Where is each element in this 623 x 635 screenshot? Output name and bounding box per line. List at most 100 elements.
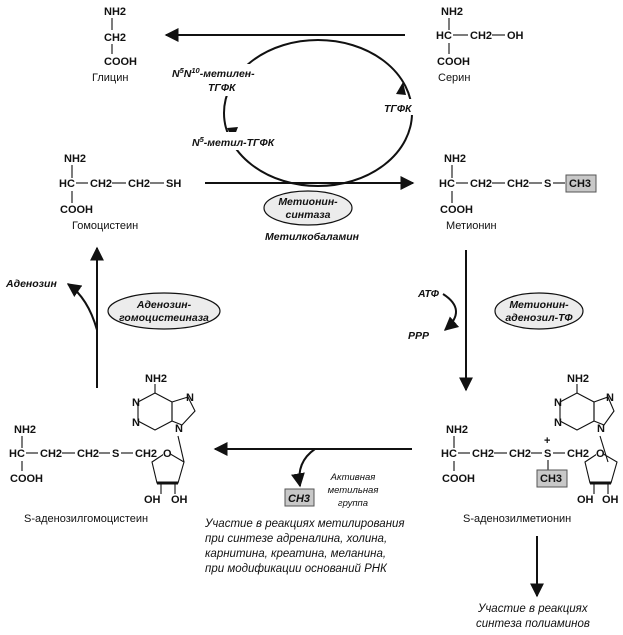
sam-n3: N bbox=[554, 417, 562, 429]
serine-cooh: COOH bbox=[437, 56, 470, 68]
sah-adenine-nh2: NH2 bbox=[145, 373, 167, 385]
sah-nh2: NH2 bbox=[14, 424, 36, 436]
methionine-name: Метионин bbox=[446, 220, 497, 232]
sam-n1: N bbox=[554, 397, 562, 409]
adenosine-curved-arrow bbox=[66, 283, 98, 331]
homocysteine-cooh: COOH bbox=[60, 204, 93, 216]
methionine-ch2-b: CH2 bbox=[507, 178, 529, 190]
methionine-ch3: CH3 bbox=[569, 178, 591, 190]
svg-text:N5N10-метилен-: N5N10-метилен- bbox=[172, 66, 255, 80]
sah-cooh: COOH bbox=[10, 473, 43, 485]
polyamines-note: Участие в реакциях синтеза полиаминов bbox=[476, 603, 590, 630]
homocysteine-ch2-b: CH2 bbox=[128, 178, 150, 190]
methionine-cooh: COOH bbox=[440, 204, 473, 216]
sam-hc: HC bbox=[441, 448, 457, 460]
sam-ribose-o: O bbox=[596, 448, 605, 460]
sam-s: S bbox=[544, 448, 551, 460]
sam-adenine-nh2: NH2 bbox=[567, 373, 589, 385]
released-ch3-box bbox=[284, 488, 315, 507]
methionine-s: S bbox=[544, 178, 551, 190]
homocysteine-sh: SH bbox=[166, 178, 181, 190]
homocysteine-hc: HC bbox=[59, 178, 75, 190]
sah-ribose-o: O bbox=[163, 448, 172, 460]
sah-name: S-аденозилгомоцистеин bbox=[24, 513, 148, 525]
methyl-release-arrow bbox=[291, 448, 316, 488]
svg-text:аденозил-ТФ: аденозил-ТФ bbox=[505, 312, 573, 324]
methionine-ch3-box bbox=[565, 174, 597, 193]
sam-name: S-аденозилметионин bbox=[463, 513, 571, 525]
sam-cooh: COOH bbox=[442, 473, 475, 485]
svg-text:при синтезе адреналина, холина: при синтезе адреналина, холина, bbox=[205, 533, 387, 545]
methionine-synthase-enzyme: Метионин- синтаза bbox=[263, 190, 353, 226]
n5-methyl-thfa-label: N5-метил-ТГФК bbox=[188, 132, 296, 150]
sam-structure: NH2 HC CH2 CH2 S + CH2 CH3 COOH O OH OH … bbox=[441, 373, 619, 525]
glycine-cooh: COOH bbox=[104, 56, 137, 68]
sah-s: S bbox=[112, 448, 119, 460]
sam-ch2-b: CH2 bbox=[509, 448, 531, 460]
sam-oh-a: OH bbox=[577, 494, 594, 506]
sah-ch2-a: CH2 bbox=[40, 448, 62, 460]
sam-n9: N bbox=[597, 423, 605, 435]
svg-text:карнитина, креатина, меланина,: карнитина, креатина, меланина, bbox=[205, 548, 386, 560]
sah-oh-b: OH bbox=[171, 494, 188, 506]
thfa-label: ТГФК bbox=[381, 99, 417, 115]
svg-text:ТГФК: ТГФК bbox=[384, 103, 413, 115]
methylation-note: Участие в реакциях метилирования при син… bbox=[204, 518, 405, 575]
serine-ch2: CH2 bbox=[470, 30, 492, 42]
sam-ch2-a: CH2 bbox=[472, 448, 494, 460]
atp-ppp-curved-arrow bbox=[442, 293, 460, 331]
active-methyl-line2: метильная bbox=[328, 485, 379, 496]
svg-text:Участие в реакциях: Участие в реакциях bbox=[477, 603, 589, 615]
sam-ch3-box bbox=[536, 469, 568, 488]
serine-oh: OH bbox=[507, 30, 524, 42]
active-methyl-line1: Активная bbox=[330, 472, 376, 483]
methionine-ch2-a: CH2 bbox=[470, 178, 492, 190]
sam-ch2-c: CH2 bbox=[567, 448, 589, 460]
svg-text:N5-метил-ТГФК: N5-метил-ТГФК bbox=[192, 135, 276, 149]
atp-label: АТФ bbox=[417, 288, 440, 300]
sam-plus: + bbox=[544, 435, 550, 447]
svg-text:при модификации оснований РНК: при модификации оснований РНК bbox=[205, 563, 388, 575]
methionine-structure: NH2 HC CH2 CH2 S CH3 COOH Метионин bbox=[439, 153, 597, 232]
sah-ch2-c: CH2 bbox=[135, 448, 157, 460]
n5n10-methylene-thfa-label: N5N10-метилен- ТГФК bbox=[168, 64, 286, 96]
svg-text:Аденозин-: Аденозин- bbox=[136, 299, 192, 311]
svg-text:ТГФК: ТГФК bbox=[208, 82, 237, 94]
svg-text:Метионин-: Метионин- bbox=[278, 196, 338, 208]
serine-hc: HC bbox=[436, 30, 452, 42]
sah-oh-a: OH bbox=[144, 494, 161, 506]
sah-hc: HC bbox=[9, 448, 25, 460]
glycine-nh2: NH2 bbox=[104, 6, 126, 18]
serine-structure: NH2 HC CH2 OH COOH Серин bbox=[436, 6, 524, 84]
sah-n3: N bbox=[132, 417, 140, 429]
sah-ch2-b: CH2 bbox=[77, 448, 99, 460]
sah-structure: NH2 HC CH2 CH2 S CH2 COOH O OH OH NH2 N … bbox=[9, 373, 196, 525]
methionine-adenosyltransferase-enzyme: Метионин- аденозил-ТФ bbox=[494, 292, 584, 330]
adenosine-label: Аденозин bbox=[5, 278, 57, 290]
homocysteine-name: Гомоцистеин bbox=[72, 220, 138, 232]
svg-text:Участие в реакциях метилирован: Участие в реакциях метилирования bbox=[204, 518, 405, 530]
circle-arrow-up bbox=[396, 82, 406, 95]
adenosylhomocysteinase-enzyme: Аденозин- гомоцистеиназа bbox=[107, 292, 221, 330]
sam-nh2: NH2 bbox=[446, 424, 468, 436]
methionine-hc: HC bbox=[439, 178, 455, 190]
sah-n9: N bbox=[175, 423, 183, 435]
homocysteine-ch2-a: CH2 bbox=[90, 178, 112, 190]
methylcobalamin-label: Метилкобаламин bbox=[265, 231, 360, 243]
serine-name: Серин bbox=[438, 72, 470, 84]
sah-n7: N bbox=[186, 392, 194, 404]
methionine-nh2: NH2 bbox=[444, 153, 466, 165]
homocysteine-nh2: NH2 bbox=[64, 153, 86, 165]
svg-text:Метионин-: Метионин- bbox=[509, 299, 569, 311]
sah-n1: N bbox=[132, 397, 140, 409]
serine-nh2: NH2 bbox=[441, 6, 463, 18]
glycine-name: Глицин bbox=[92, 72, 128, 84]
released-ch3: CH3 bbox=[288, 493, 310, 505]
svg-text:гомоцистеиназа: гомоцистеиназа bbox=[119, 312, 209, 324]
sam-oh-b: OH bbox=[602, 494, 619, 506]
ppp-label: PPP bbox=[408, 330, 430, 342]
sam-ch3: CH3 bbox=[540, 473, 562, 485]
active-methyl-line3: группа bbox=[338, 498, 368, 509]
sam-n7: N bbox=[606, 392, 614, 404]
